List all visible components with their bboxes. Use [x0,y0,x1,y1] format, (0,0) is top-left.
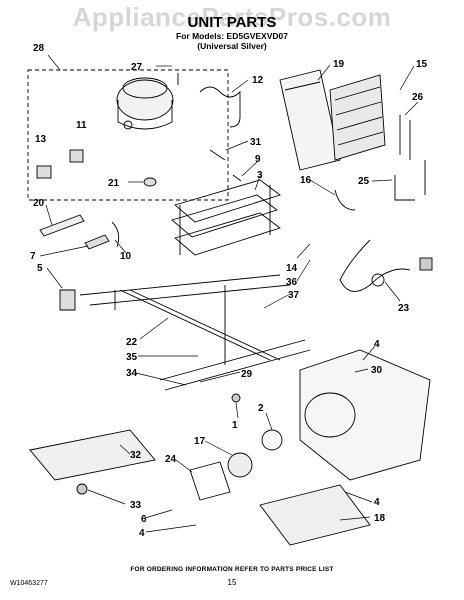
callout-2: 2 [258,403,264,414]
callout-10: 10 [120,251,132,262]
condenser-coil [171,179,281,256]
base-frame [79,274,311,391]
callout-33: 33 [130,500,142,511]
callout-34: 34 [126,368,138,379]
suction-tube [199,86,241,128]
callout-4-right: 4 [374,497,380,508]
callout-6: 6 [141,514,147,525]
callout-1: 1 [232,420,238,431]
callout-15: 15 [416,59,428,70]
callout-16: 16 [300,175,312,186]
callout-17: 17 [194,436,206,447]
leader-lines [39,54,419,533]
callout-18: 18 [374,513,386,524]
callout-36: 36 [286,277,298,288]
callout-7: 7 [30,251,36,262]
callout-27: 27 [131,62,143,73]
drier [39,214,85,237]
callout-37: 37 [288,290,300,301]
callout-32: 32 [130,450,142,461]
drain-tube [399,115,411,160]
compressor [116,73,179,130]
start-relay [36,165,52,179]
fan-shroud [299,349,431,481]
part-10 [111,221,120,248]
model-variant: (Universal Silver) [197,41,267,51]
part-1 [231,393,241,403]
callout-31: 31 [250,137,262,148]
overload-protector [69,149,84,163]
callout-9: 9 [255,154,261,165]
callout-22: 22 [126,337,138,348]
fan-blade [261,429,283,451]
drain-pan [259,484,371,546]
callout-5: 5 [37,263,43,274]
callout-24: 24 [165,454,177,465]
clip-16 [334,189,356,211]
model-number: For Models: ED5GVEXVD07 [176,31,288,41]
callout-4-top: 4 [374,339,380,350]
ordering-footer: FOR ORDERING INFORMATION REFER TO PARTS … [130,566,334,573]
part-7 [84,234,110,250]
compressor-group-box [27,69,229,201]
callout-29: 29 [241,369,253,380]
tube-31 [209,149,226,161]
heater-tube [394,160,426,201]
callout-12: 12 [252,75,264,86]
callout-23: 23 [398,303,410,314]
callout-20: 20 [33,198,45,209]
diagram-title: UNIT PARTS [187,14,277,31]
callout-4-bottom: 4 [139,528,145,539]
motor-bracket [189,461,231,501]
evaporator-coil [329,74,386,161]
callout-19: 19 [333,59,345,70]
callout-26: 26 [412,92,424,103]
callout-13: 13 [35,134,47,145]
callout-30: 30 [371,365,383,376]
bracket-5 [59,289,76,311]
watermark: AppliancePartsPros.com [72,2,392,32]
callout-35: 35 [126,352,138,363]
condenser-fan-motor [227,452,253,478]
document-number: W10463277 [10,580,48,587]
callout-11: 11 [76,120,87,131]
callout-21: 21 [108,178,120,189]
evaporator-cover [279,69,341,171]
tube-9 [232,174,242,182]
grommet [143,177,157,187]
page-number: 15 [227,578,237,587]
callout-3: 3 [257,170,263,181]
pad-32 [29,429,156,481]
callout-28: 28 [33,43,45,54]
callout-14: 14 [286,263,298,274]
screw-33 [76,483,88,495]
callout-25: 25 [358,176,370,187]
wiring-harness [339,239,433,292]
